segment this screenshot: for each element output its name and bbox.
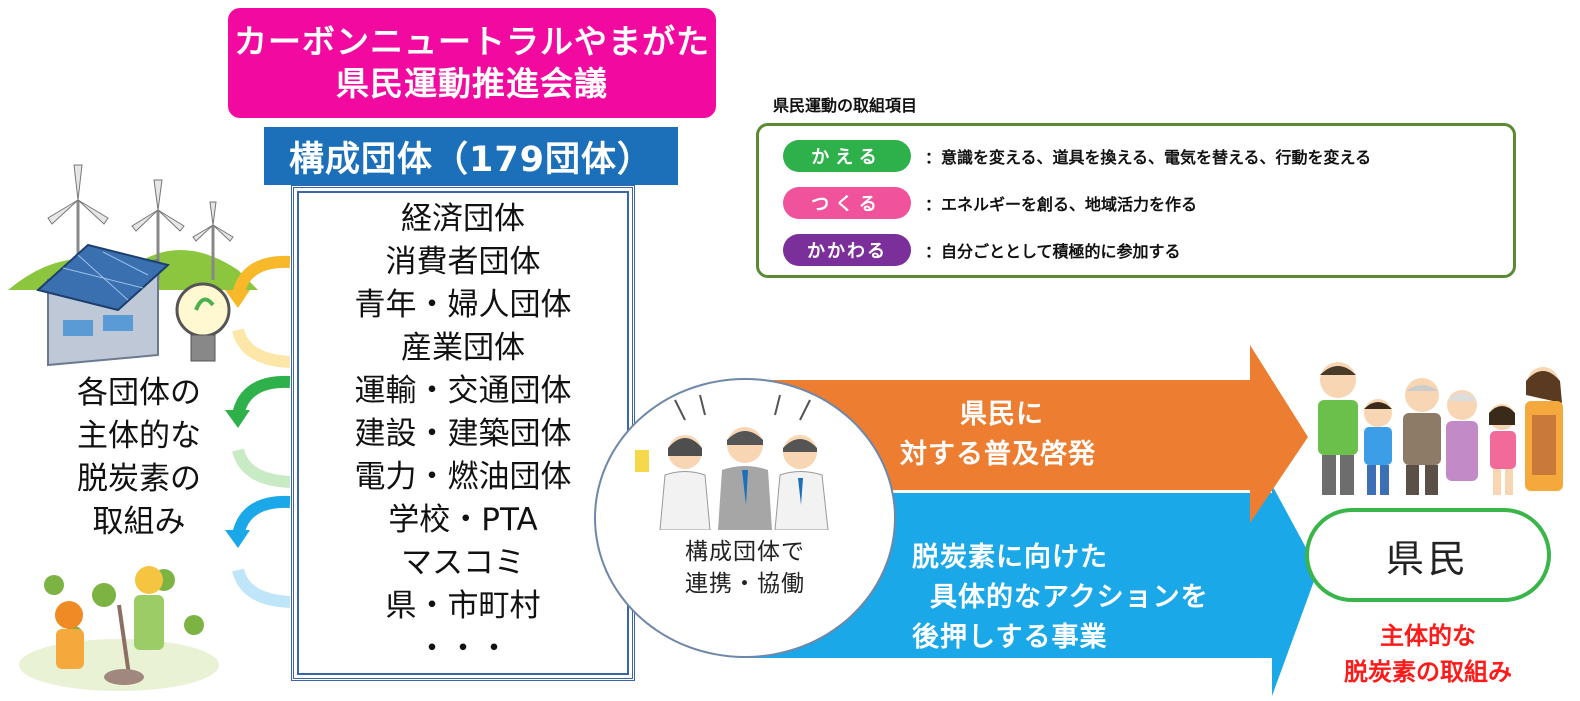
blue-arrow-line: 具体的なアクションを (930, 582, 1209, 613)
member-org: マスコミ (401, 545, 525, 581)
citizen-caption: 主体的な 脱炭素の取組み (1310, 618, 1546, 690)
member-org: 運輸・交通団体 (354, 373, 572, 409)
legend-row-kakawaru: かかわる ：自分ごととして積極的に参加する (783, 234, 1181, 266)
blue-arrow-line: 後押しする事業 (912, 622, 1108, 653)
left-caption-line: 取組み (92, 504, 186, 540)
member-org: 産業団体 (401, 330, 525, 366)
tree-planting-illustration (19, 566, 219, 691)
citizen-caption-line: 脱炭素の取組み (1344, 658, 1512, 686)
legend-row-tsukuru: つくる ：エネルギーを創る、地域活力を作る (783, 187, 1197, 219)
left-caption-line: 主体的な (77, 418, 201, 454)
collab-line: 構成団体で (685, 539, 805, 565)
member-org: 消費者団体 (385, 244, 541, 280)
legend-pill-kakawaru: かかわる (783, 234, 911, 266)
title-line-1: カーボンニュートラルやまがた (234, 22, 710, 61)
legend-desc-tsukuru: ：エネルギーを創る、地域活力を作る (925, 195, 1198, 214)
members-header: 構成団体（179団体） (264, 127, 678, 185)
member-org: ・・・ (416, 631, 510, 667)
collab-line: 連携・協働 (685, 571, 805, 597)
member-org: 建設・建築団体 (354, 416, 572, 452)
left-caption-line: 各団体の (77, 375, 201, 411)
legend-desc-kaeru: ：意識を変える、道具を換える、電気を替える、行動を変える (925, 148, 1372, 167)
members-list: 経済団体 消費者団体 青年・婦人団体 産業団体 運輸・交通団体 建設・建築団体 … (291, 185, 635, 681)
blue-arrow-label: 脱炭素に向けた 具体的なアクションを 後押しする事業 (912, 538, 1209, 658)
legend-pill-kaeru: かえる (783, 140, 911, 172)
collab-label: 構成団体で 連携・協働 (594, 536, 896, 600)
member-org: 電力・燃油団体 (354, 459, 572, 495)
legend-desc-kakawaru: ：自分ごととして積極的に参加する (925, 242, 1181, 261)
left-caption: 各団体の 主体的な 脱炭素の 取組み (44, 372, 234, 544)
legend-heading: 県民運動の取組項目 (773, 96, 918, 115)
orange-arrow-line: 対する普及啓発 (900, 439, 1096, 470)
title-box: カーボンニュートラルやまがた 県民運動推進会議 (228, 8, 716, 118)
member-org: 学校・PTA (388, 502, 538, 538)
left-caption-line: 脱炭素の (77, 461, 201, 497)
renewable-energy-illustration (8, 164, 258, 367)
blue-arrow-line: 脱炭素に向けた (912, 542, 1108, 573)
family-illustration (1318, 362, 1563, 495)
citizen-caption-line: 主体的な (1380, 622, 1476, 650)
member-org: 経済団体 (401, 201, 525, 237)
title-line-2: 県民運動推進会議 (336, 64, 608, 103)
legend-pill-tsukuru: つくる (783, 187, 911, 219)
orange-arrow-line: 県民に (960, 399, 1044, 430)
orange-arrow-label: 県民に 対する普及啓発 (900, 395, 1096, 475)
member-org: 県・市町村 (385, 588, 541, 624)
citizen-label: 県民 (1305, 508, 1551, 602)
legend-box: かえる ：意識を変える、道具を換える、電気を替える、行動を変える つくる ：エネ… (756, 123, 1516, 278)
member-org: 青年・婦人団体 (354, 287, 572, 323)
people-cheering-illustration (635, 394, 829, 530)
legend-row-kaeru: かえる ：意識を変える、道具を換える、電気を替える、行動を変える (783, 140, 1371, 172)
cycle-arrows (225, 255, 291, 608)
